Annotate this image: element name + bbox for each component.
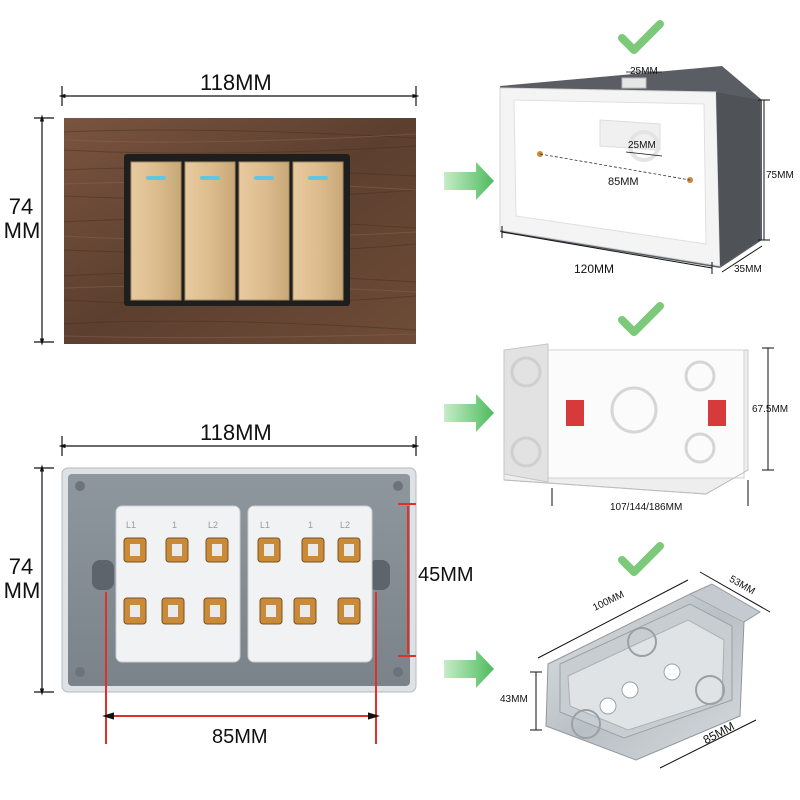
white-box [499,66,762,268]
terminal-label: 1 [172,520,178,530]
checkmark-icon [618,20,664,54]
vertical-spacing-label: 45MM [418,564,474,586]
arrow-right-icon [444,394,494,432]
plastic-box-width-label: 107/144/186MM [610,502,683,513]
hole-spacing-label: 85MM [212,726,268,748]
arrow-right-icon [444,162,494,200]
metal-box-dimensions [530,571,771,769]
switch-back-dimensions [34,436,420,696]
terminal-label: L1 [126,520,137,530]
back-red-dimensions [102,503,416,744]
white-box-top-slot-label: 25MM [630,66,658,77]
plastic-box-dimensions [551,347,774,506]
rocker-switch [130,161,182,301]
switch-front-height-label-1: 74 [8,194,34,219]
switch-front-dimensions [34,86,420,346]
rocker-switch [184,161,236,301]
white-box-width-label: 120MM [574,262,615,276]
terminal-label: 1 [308,520,314,530]
arrow-right-icon [444,650,494,688]
terminal-holes [130,544,354,617]
terminal-label: L1 [260,520,271,530]
white-box-dimensions [501,99,770,274]
switch-back-width-label: 118MM [200,420,272,445]
switch-back-height-label-1: 74 [8,554,34,579]
white-box-hole-spacing-label: 85MM [608,176,639,188]
white-box-inner-slot-label: 25MM [628,140,656,151]
switch-back-height-label-2: MM [3,578,41,603]
checkmark-icon [618,302,664,336]
metal-box-height-label: 43MM [500,694,528,705]
back-plate [61,467,417,693]
terminal-label: L2 [340,520,351,530]
plastic-box-height-label: 67.5MM [752,404,789,415]
white-box-height-label: 75MM [766,170,794,181]
plastic-box [503,343,749,495]
white-box-depth-label: 35MM [734,264,762,275]
checkmark-icon [618,542,664,576]
terminal-label: L2 [208,520,219,530]
switch-front-width-label: 118MM [200,70,272,95]
rocker-switch [292,161,344,301]
rocker-switch [238,161,290,301]
metal-box [545,583,761,761]
switch-front-height-label-2: MM [3,218,41,243]
